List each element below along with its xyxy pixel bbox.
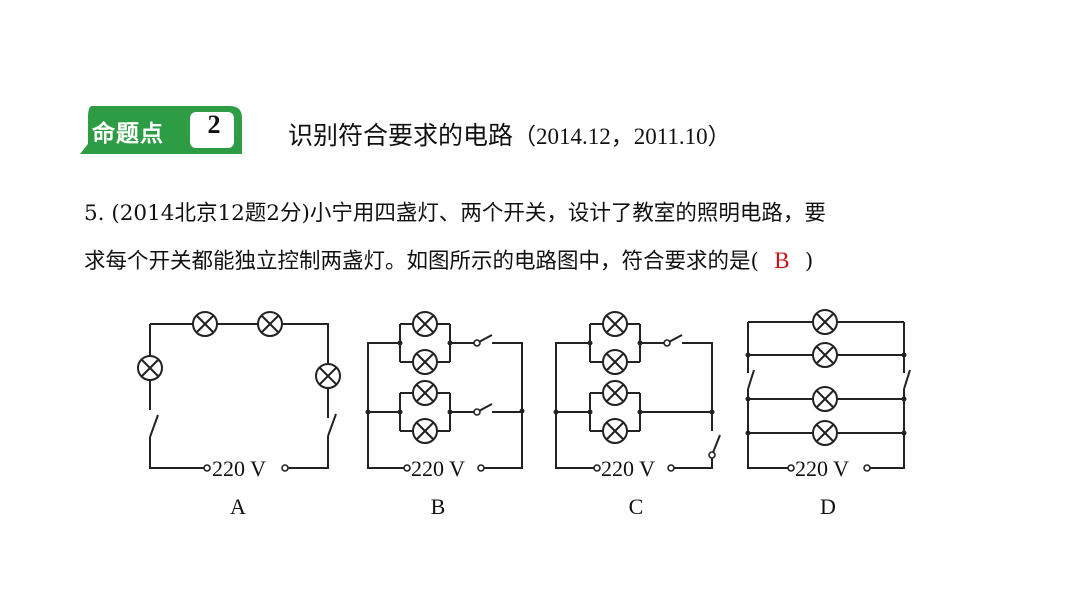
circuit-diagram-b — [367, 311, 523, 472]
question-close-paren: ) — [804, 249, 814, 274]
section-title-text: 识别符合要求的电路 — [288, 121, 514, 150]
lamp-icon — [602, 380, 628, 406]
lamp-icon — [315, 363, 341, 389]
lamp-icon — [602, 311, 628, 337]
caption-a: A — [230, 494, 246, 519]
switch-icon — [327, 413, 337, 437]
circuit-diagram-a — [137, 311, 341, 472]
tag-number: 2 — [207, 110, 221, 139]
terminal-icon — [593, 464, 601, 472]
switch-icon — [903, 369, 911, 390]
terminal-icon — [663, 339, 671, 347]
caption-c: C — [629, 494, 644, 519]
lamp-icon — [412, 380, 438, 406]
lamp-icon — [192, 311, 218, 337]
voltage-label-b: 220 V — [411, 456, 465, 481]
lamp-icon — [602, 418, 628, 444]
terminal-icon — [787, 464, 795, 472]
question-line-2-text: 求每个开关都能独立控制两盏灯。如图所示的电路图中，符合要求的是( — [84, 249, 759, 274]
section-title: 识别符合要求的电路（2014.12，2011.10） — [288, 116, 731, 152]
terminal-icon — [708, 451, 716, 459]
lamp-icon — [812, 309, 838, 335]
question-text: 5. (2014北京12题2分)小宁用四盏灯、两个开关，设计了教室的照明电路，要… — [84, 190, 984, 285]
voltage-label-d: 220 V — [795, 456, 849, 481]
lamp-icon — [602, 349, 628, 375]
question-line-2: 求每个开关都能独立控制两盏灯。如图所示的电路图中，符合要求的是( B) — [84, 237, 984, 285]
caption-d: D — [820, 494, 836, 519]
topic-tag: 命题点 — [78, 104, 244, 156]
answer-mark: B — [774, 248, 790, 273]
junction-dots-d — [745, 352, 907, 436]
terminal-icon — [203, 464, 211, 472]
terminal-icon — [667, 464, 675, 472]
lamp-icon — [412, 349, 438, 375]
section-reference: （2014.12，2011.10） — [513, 124, 731, 149]
circuit-diagram-d — [747, 309, 911, 472]
terminal-icon — [863, 464, 871, 472]
lamp-icon — [812, 342, 838, 368]
caption-b: B — [431, 494, 446, 519]
lamp-icon — [412, 311, 438, 337]
tag-background — [80, 106, 242, 154]
terminal-icon — [477, 464, 485, 472]
switch-icon — [747, 369, 755, 390]
switch-icon — [149, 414, 159, 438]
lamp-icon — [412, 418, 438, 444]
lamp-icon — [812, 386, 838, 412]
terminal-icon — [473, 339, 481, 347]
voltage-label-a: 220 V — [212, 456, 266, 481]
circuit-diagram-c — [555, 311, 721, 472]
tag-label: 命题点 — [92, 121, 164, 147]
lamp-icon — [812, 420, 838, 446]
lamp-icon — [137, 355, 163, 381]
voltage-label-c: 220 V — [601, 456, 655, 481]
terminal-icon — [473, 408, 481, 416]
lamp-icon — [257, 311, 283, 337]
junction-dots-c — [553, 340, 715, 415]
terminal-icon — [281, 464, 289, 472]
terminal-icon — [403, 464, 411, 472]
junction-dots-b — [365, 340, 525, 415]
question-line-1: 5. (2014北京12题2分)小宁用四盏灯、两个开关，设计了教室的照明电路，要 — [84, 201, 826, 226]
